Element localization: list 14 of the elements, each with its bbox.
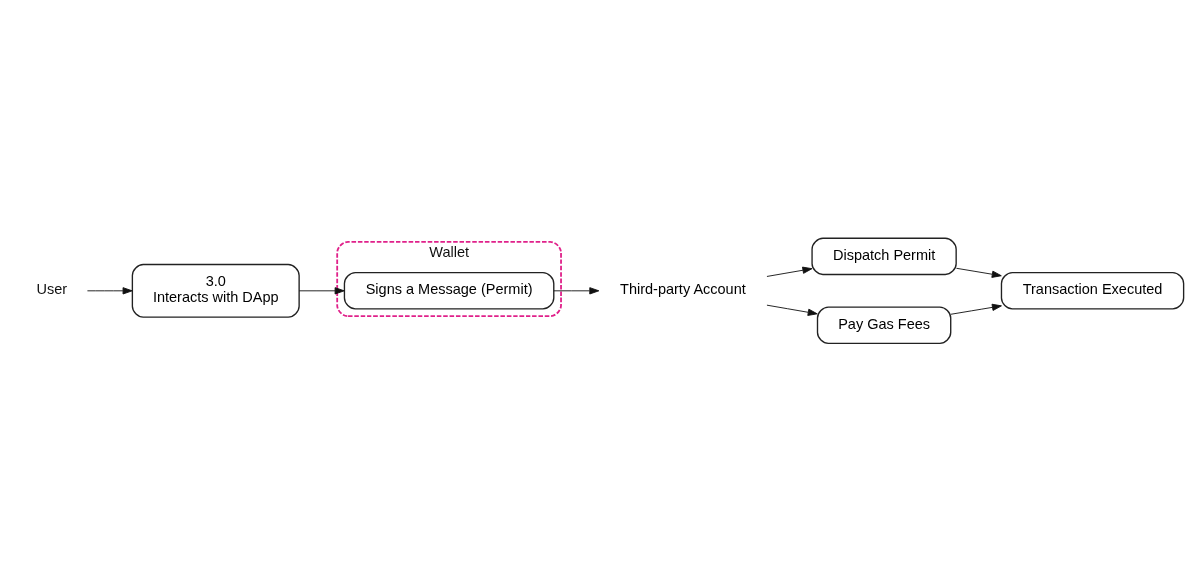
- arrow: [553, 286, 600, 294]
- arrow: [955, 267, 1002, 278]
- node-text: User: [36, 280, 68, 297]
- arrow: [950, 303, 1002, 315]
- node-box: Pay Gas Fees: [816, 305, 952, 344]
- node-box: Dispatch Permit: [811, 237, 957, 275]
- arrow: [766, 304, 818, 316]
- arrow: [298, 286, 345, 294]
- node-box: Signs a Message (Permit): [343, 271, 555, 310]
- node-text: Third-party Account: [620, 280, 746, 297]
- arrow: [86, 286, 133, 294]
- node-box: Transaction Executed: [1000, 271, 1185, 310]
- node-box: 3.0 Interacts with DApp: [131, 263, 300, 318]
- arrow: [766, 266, 813, 277]
